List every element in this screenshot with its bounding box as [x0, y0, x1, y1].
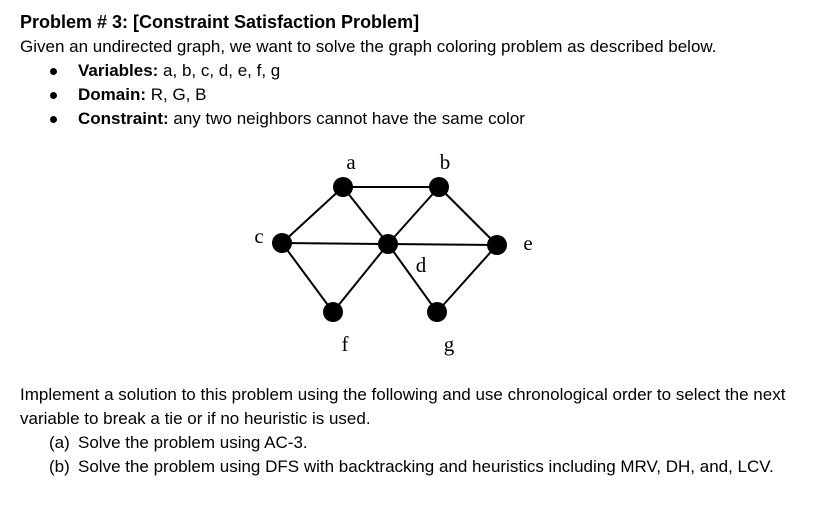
- node-label-c: c: [254, 224, 263, 248]
- bullet-label-domain: Domain:: [78, 85, 146, 104]
- node-label-e: e: [523, 231, 532, 255]
- bullet-icon: [50, 92, 57, 99]
- task-part-b: (b) Solve the problem using DFS with back…: [0, 455, 793, 479]
- edge-a-c: [281, 186, 344, 244]
- edge-d-f: [332, 243, 389, 313]
- list-item-constraint: Constraint: any two neighbors cannot hav…: [0, 107, 525, 131]
- task-part-text: Solve the problem using AC-3.: [78, 433, 308, 452]
- node-a: [333, 177, 353, 197]
- node-d: [378, 234, 398, 254]
- task-part-a: (a) Solve the problem using AC-3.: [0, 431, 793, 455]
- node-label-g: g: [444, 332, 455, 356]
- edge-b-d: [387, 186, 440, 245]
- node-label-d: d: [416, 253, 427, 277]
- bullet-text-variables: a, b, c, d, e, f, g: [158, 61, 281, 80]
- edge-c-f: [281, 242, 334, 313]
- node-c: [272, 233, 292, 253]
- task-part-marker: (a): [49, 433, 70, 452]
- graph-edges: [281, 186, 498, 313]
- requirements-list: Variables: a, b, c, d, e, f, g Domain: R…: [0, 59, 525, 131]
- node-f: [323, 302, 343, 322]
- task-parts-list: (a) Solve the problem using AC-3. (b) Solv…: [0, 431, 793, 479]
- constraint-graph: a b c d e f g: [254, 150, 532, 356]
- node-g: [427, 302, 447, 322]
- task-part-marker: (b): [49, 457, 70, 476]
- bullet-text-domain: R, G, B: [146, 85, 207, 104]
- edge-a-d: [342, 186, 389, 245]
- graph-nodes: [272, 177, 507, 322]
- task-part-text: Solve the problem using DFS with backtra…: [78, 457, 774, 476]
- edge-b-e: [438, 186, 498, 246]
- node-label-b: b: [440, 150, 451, 174]
- problem-title: Problem # 3: [Constraint Satisfaction Pr…: [20, 12, 420, 32]
- bullet-label-constraint: Constraint:: [78, 109, 169, 128]
- bullet-icon: [50, 116, 57, 123]
- edge-d-e: [387, 243, 498, 246]
- edge-d-g: [387, 243, 438, 313]
- edge-c-d: [281, 242, 389, 245]
- bullet-label-variables: Variables:: [78, 61, 159, 80]
- list-item-domain: Domain: R, G, B: [0, 83, 525, 107]
- graph-node-labels: a b c d e f g: [254, 150, 532, 356]
- node-b: [429, 177, 449, 197]
- edge-e-g: [436, 244, 498, 313]
- implementation-instructions: Implement a solution to this problem usi…: [20, 385, 786, 428]
- node-label-f: f: [342, 332, 349, 356]
- bullet-icon: [50, 68, 57, 75]
- node-e: [487, 235, 507, 255]
- bullet-text-constraint: any two neighbors cannot have the same c…: [168, 109, 525, 128]
- node-label-a: a: [346, 150, 356, 174]
- problem-intro: Given an undirected graph, we want to so…: [20, 37, 717, 56]
- list-item-variables: Variables: a, b, c, d, e, f, g: [0, 59, 525, 83]
